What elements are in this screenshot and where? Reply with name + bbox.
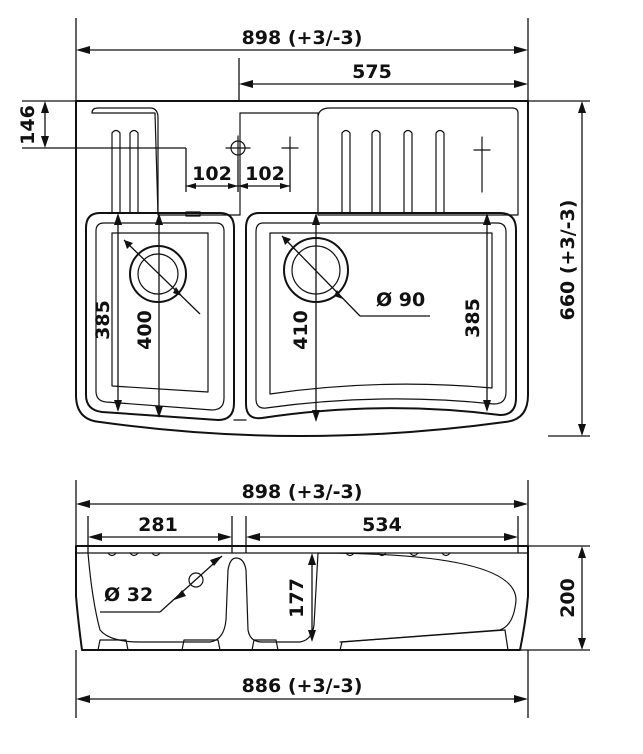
left-bowl-depth-outer: 400 (134, 310, 156, 350)
side-left-bowl (87, 552, 281, 643)
left-drain (123, 239, 201, 315)
overflow-diameter: Ø 32 (104, 584, 153, 606)
left-bowl-inner (95, 222, 225, 411)
right-bowl-depth-inner: 385 (462, 298, 484, 338)
sink-outer-outline (75, 100, 529, 437)
sink-deck-outline (91, 107, 519, 216)
side-bowl-depth: 177 (286, 578, 308, 618)
side-base-width: 886 (+3/-3) (242, 675, 363, 697)
side-left-bowl-width: 281 (138, 514, 178, 536)
tap-hole-far-right (473, 136, 491, 193)
side-view: 898 (+3/-3) 281 534 Ø 32 177 200 (75, 480, 590, 718)
top-view: 898 (+3/-3) 575 146 102 102 385 (17, 18, 590, 437)
tap-hole-left-spacing: 102 (192, 163, 232, 185)
left-bowl-floor (111, 232, 209, 393)
tap-offset: 146 (17, 105, 39, 145)
tap-hole-right (281, 136, 299, 161)
left-bowl-outer (85, 212, 235, 421)
tap-hole-center (225, 135, 251, 161)
side-right-bowl (279, 552, 517, 643)
bowls-span: 575 (352, 61, 392, 83)
side-overall-width: 898 (+3/-3) (242, 481, 363, 503)
right-bowl-outer (245, 212, 517, 420)
tap-hole-right-spacing: 102 (245, 163, 285, 185)
left-bowl-depth-inner: 385 (92, 300, 114, 340)
deck-left-edge (91, 107, 159, 214)
side-right-bowl-width: 534 (362, 514, 402, 536)
right-drain-grooves (341, 129, 445, 214)
drain-diameter: Ø 90 (376, 289, 425, 311)
overflow-slot (185, 211, 201, 217)
side-rim-bumps (107, 552, 451, 557)
overflow-hole (159, 555, 223, 613)
top-overall-width: 898 (+3/-3) (242, 27, 363, 49)
left-drain-grooves (111, 129, 139, 214)
top-overall-depth: 660 (+3/-3) (557, 200, 579, 321)
right-bowl-depth-outer: 410 (290, 310, 312, 350)
right-bowl-inner (255, 222, 507, 409)
side-overall-height: 200 (557, 578, 579, 618)
right-drain (281, 235, 361, 317)
side-base-feet (97, 629, 509, 651)
